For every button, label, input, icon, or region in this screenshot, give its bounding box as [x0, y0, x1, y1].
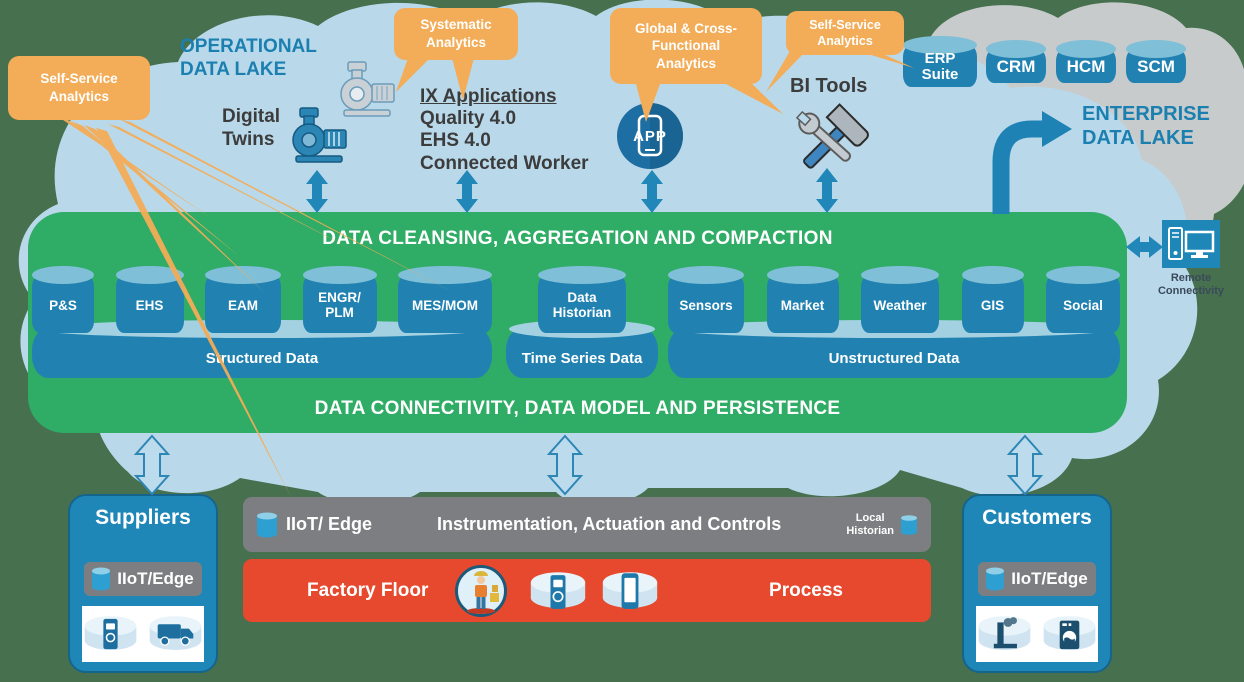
customers-iiot-edge-label: IIoT/Edge [1011, 569, 1088, 588]
operational-data-lake-title: OPERATIONAL DATA LAKE [180, 36, 317, 80]
database-cylinder: EHS [115, 266, 184, 333]
unstructured-cylinders: Sensors Market Weather GIS Social [668, 266, 1120, 333]
database-cylinder: SCM [1126, 40, 1186, 83]
bi-tools-label: BI Tools [790, 75, 868, 97]
self-service-analytics-callout-right: Self-Service Analytics [786, 11, 904, 55]
digital-twin-pump-icon [340, 61, 395, 117]
database-cylinder: MES/MOM [398, 266, 492, 333]
database-cylinder: CRM [986, 40, 1046, 83]
suppliers-iiot-edge-label: IIoT/Edge [117, 569, 194, 588]
washing-machine-icon [1043, 616, 1096, 651]
edge-bar-iiot-label: IIoT/ Edge [286, 514, 373, 534]
local-historian-label: Local Historian [846, 511, 894, 537]
meter-device-icon [84, 616, 137, 651]
database-cylinder: Sensors [668, 266, 744, 333]
worker-icon [455, 564, 508, 617]
instrumentation-bar: IIoT/ Edge Instrumentation, Actuation an… [243, 497, 931, 552]
meter-device-icon [531, 571, 586, 609]
unstructured-data-group: Sensors Market Weather GIS Social Unstru… [668, 266, 1120, 390]
app-icon: APP [617, 103, 683, 169]
digital-twins-label: Digital Twins [222, 106, 281, 150]
customers-iiot-edge-badge: IIoT/Edge [978, 562, 1096, 596]
customers-asset-panel [976, 606, 1098, 662]
database-cylinder-icon [257, 512, 277, 537]
truck-icon [149, 616, 202, 651]
ix-application-item: Connected Worker [420, 152, 589, 174]
unstructured-data-platform: Unstructured Data [668, 320, 1120, 378]
systematic-analytics-callout: Systematic Analytics [394, 8, 518, 60]
factory-floor-bar: Factory Floor Process [243, 559, 931, 622]
structured-data-group: P&S EHS EAM ENGR/ PLM MES/MOM Structured… [32, 266, 492, 390]
ix-application-item: EHS 4.0 [420, 130, 491, 152]
pump-icon [292, 107, 347, 163]
time-series-platform: Time Series Data [506, 320, 658, 378]
app-icon-circle [617, 103, 683, 169]
app-icon-label: APP [633, 128, 667, 145]
process-label: Process [769, 579, 843, 601]
database-cylinder: ENGR/ PLM [302, 266, 377, 333]
customers-box: Customers IIoT/Edge [962, 494, 1112, 673]
connectivity-banner: DATA CONNECTIVITY, DATA MODEL AND PERSIS… [314, 398, 841, 419]
data-platform-box: DATA CLEANSING, AGGREGATION AND COMPACTI… [28, 212, 1127, 433]
edge-bar-title: Instrumentation, Actuation and Controls [436, 514, 782, 534]
ix-applications-list: IX Applications Quality 4.0 EHS 4.0 Conn… [420, 86, 620, 175]
digital-twin-pump-icons [292, 61, 395, 163]
database-cylinder: Market [766, 266, 839, 333]
database-cylinder: HCM [1056, 40, 1116, 83]
smartphone-icon [603, 571, 658, 609]
database-cylinder: Social [1046, 266, 1120, 333]
suppliers-box: Suppliers IIoT/Edge [68, 494, 218, 673]
database-cylinder: Weather [861, 266, 939, 333]
remote-connectivity-icon [1162, 220, 1220, 268]
factory-floor-label: Factory Floor [307, 579, 429, 601]
database-cylinder: GIS [961, 266, 1024, 333]
time-series-group: Data Historian Time Series Data [506, 266, 658, 390]
global-cross-functional-analytics-callout: Global & Cross- Functional Analytics [610, 8, 762, 84]
factory-icon [978, 616, 1031, 651]
suppliers-asset-panel [82, 606, 204, 662]
enterprise-data-lake-title: ENTERPRISE DATA LAKE [1082, 103, 1210, 149]
database-cylinder: EAM [205, 266, 281, 333]
structured-data-platform: Structured Data [32, 320, 492, 378]
remote-connectivity-label: Remote Connectivity [1157, 272, 1224, 298]
suppliers-title: Suppliers [95, 506, 191, 529]
customers-title: Customers [982, 506, 1092, 529]
database-cylinder: Data Historian [538, 266, 626, 333]
self-service-analytics-callout-left: Self-Service Analytics [8, 56, 150, 120]
database-cylinder: ERP Suite [903, 36, 977, 87]
database-cylinder-icon [901, 514, 917, 535]
database-cylinder-icon [986, 567, 1005, 591]
database-cylinder: P&S [32, 266, 94, 333]
database-cylinder-icon [92, 567, 111, 591]
ix-applications-title: IX Applications [420, 86, 557, 107]
ix-application-item: Quality 4.0 [420, 108, 517, 129]
bi-tools-icon [795, 103, 869, 169]
cleansing-banner: DATA CLEANSING, AGGREGATION AND COMPACTI… [322, 228, 833, 249]
suppliers-iiot-edge-badge: IIoT/Edge [84, 562, 202, 596]
time-series-cylinders: Data Historian [506, 266, 658, 333]
structured-cylinders: P&S EHS EAM ENGR/ PLM MES/MOM [32, 266, 492, 333]
